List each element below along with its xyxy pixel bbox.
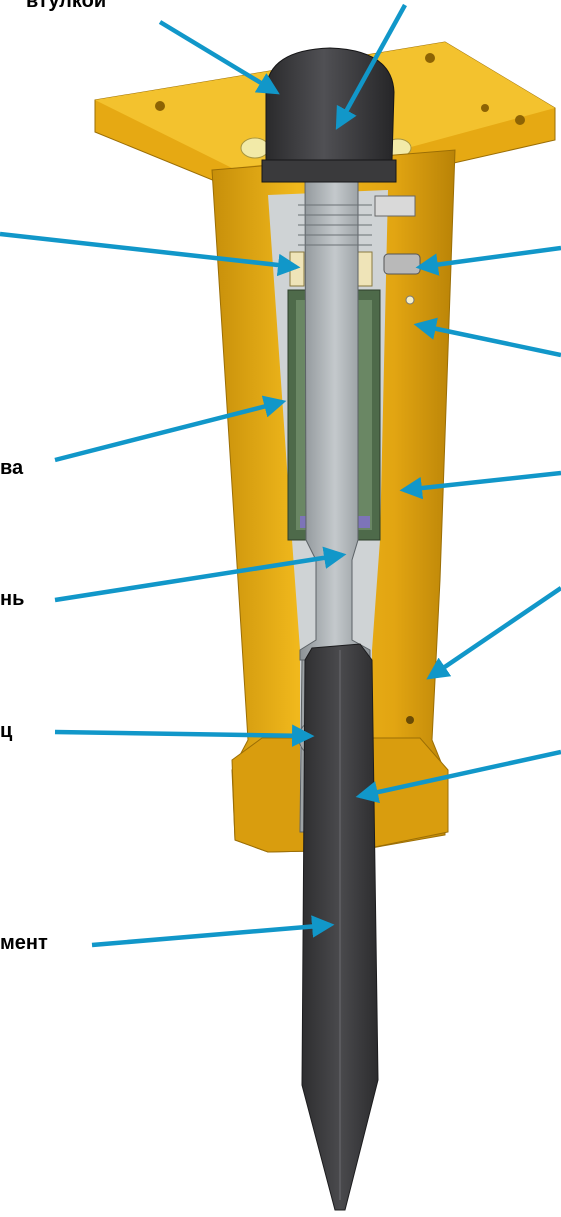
- arrow-body: [399, 470, 561, 500]
- bolt-hole: [425, 53, 435, 63]
- arrow-valve-block: [413, 317, 561, 358]
- label-piston: нь: [0, 588, 25, 610]
- bolt-head: [240, 137, 270, 159]
- seal-ring: [357, 251, 373, 287]
- arrow-valve: [415, 245, 561, 276]
- arrow-seal: [0, 231, 301, 277]
- label-cylinder: ва: [0, 457, 24, 479]
- top-cap: [265, 47, 395, 177]
- arrow-sleeve: [158, 20, 280, 95]
- valve-block: [374, 195, 416, 217]
- valve-port: [383, 253, 421, 275]
- arrow-cylinder: [54, 395, 287, 463]
- cap-base: [261, 159, 397, 183]
- arrow-tool: [91, 915, 335, 948]
- label-sleeve: втулкой: [26, 0, 107, 12]
- bolt-hole: [155, 101, 165, 111]
- small-plug: [405, 295, 415, 305]
- seal-ring: [289, 251, 305, 287]
- arrow-bushing: [355, 749, 561, 804]
- arrow-pin: [54, 724, 315, 747]
- bolt-hole: [515, 115, 525, 125]
- arrow-body-lower: [426, 586, 561, 680]
- side-hole: [406, 716, 414, 724]
- bolt-hole: [481, 104, 489, 112]
- arrow-piston: [54, 546, 347, 603]
- label-tool: мент: [0, 932, 48, 954]
- label-pin: ц: [0, 720, 13, 742]
- arrows: [0, 3, 561, 948]
- arrow-cap: [335, 3, 407, 130]
- piston-threads: [298, 204, 372, 246]
